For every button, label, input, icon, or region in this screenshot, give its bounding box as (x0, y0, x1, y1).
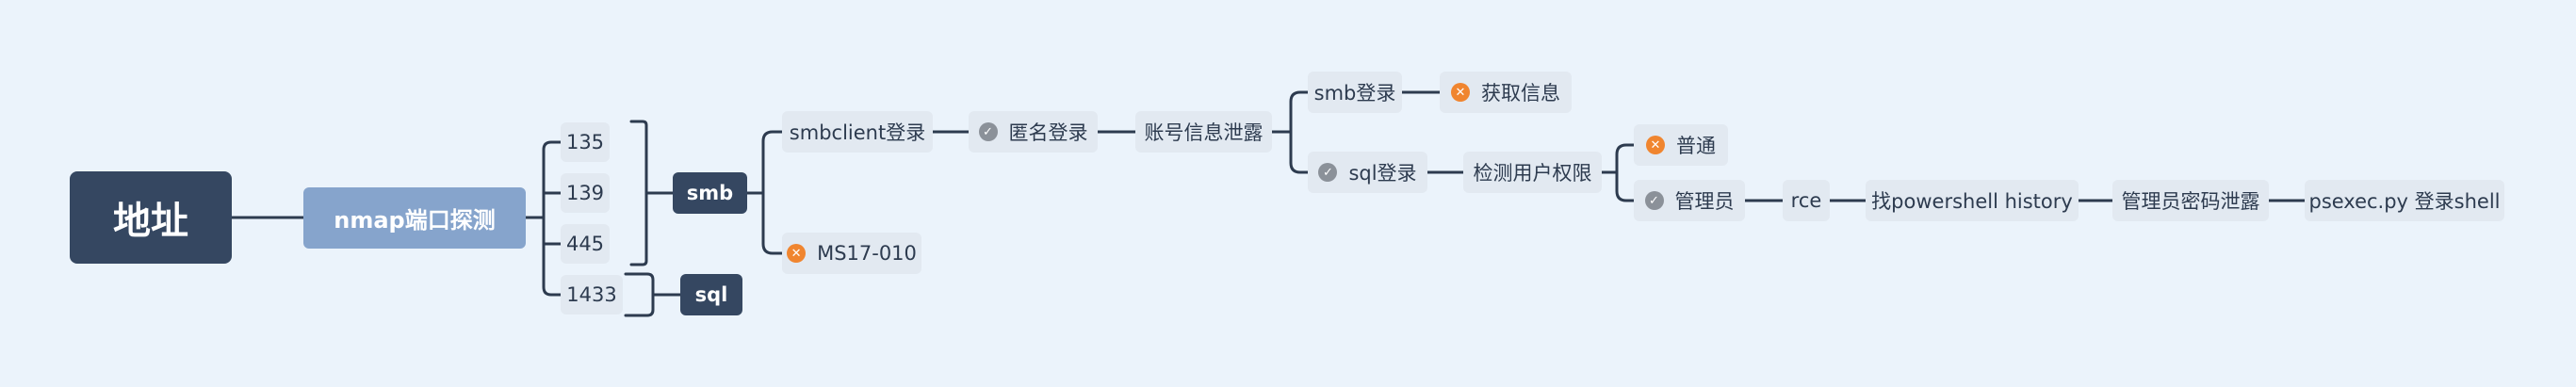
node-nmap-port-scan[interactable]: nmap端口探测 (303, 187, 526, 249)
node-label: 管理员 (1674, 190, 1735, 213)
node-label: nmap端口探测 (334, 207, 496, 234)
node-port-139[interactable]: 139 (561, 173, 610, 213)
check-circle-icon: ✓ (978, 122, 998, 141)
node-label: 匿名登录 (1008, 121, 1088, 144)
cross-circle-icon: ✕ (1646, 136, 1665, 154)
cross-circle-icon: ✕ (1451, 83, 1470, 102)
node-label: 检测用户权限 (1473, 162, 1592, 185)
node-anonymous-login[interactable]: ✓ 匿名登录 (969, 111, 1098, 153)
node-sql[interactable]: sql (680, 274, 742, 315)
node-port-445[interactable]: 445 (561, 224, 610, 264)
node-get-info[interactable]: ✕ 获取信息 (1440, 72, 1572, 113)
node-label: smb (686, 182, 734, 204)
node-label: 普通 (1676, 135, 1716, 157)
node-sql-login[interactable]: ✓ sql登录 (1308, 152, 1427, 193)
node-label: 135 (565, 131, 605, 153)
node-label: sql登录 (1348, 162, 1417, 185)
cross-circle-icon: ✕ (787, 244, 807, 263)
node-label: smbclient登录 (789, 121, 926, 144)
node-rce[interactable]: rce (1783, 180, 1830, 221)
node-label: 获取信息 (1481, 82, 1560, 105)
root-node-label: 地址 (113, 200, 188, 243)
node-label: rce (1790, 189, 1822, 212)
node-port-1433[interactable]: 1433 (561, 275, 623, 314)
node-find-powershell-history[interactable]: 找powershell history (1866, 180, 2079, 221)
node-ms17-010[interactable]: ✕ MS17-010 (782, 233, 921, 274)
node-label: psexec.py 登录shell (2308, 190, 2501, 213)
node-label: 找powershell history (1871, 190, 2073, 213)
check-circle-icon: ✓ (1318, 163, 1338, 182)
node-label: 445 (565, 233, 605, 255)
node-label: smb登录 (1313, 82, 1396, 105)
node-label: 1433 (566, 283, 617, 306)
node-label: 账号信息泄露 (1144, 121, 1264, 144)
node-smb-login[interactable]: smb登录 (1308, 72, 1402, 113)
node-administrator[interactable]: ✓ 管理员 (1634, 180, 1745, 221)
node-check-user-permission[interactable]: 检测用户权限 (1463, 152, 1602, 193)
node-account-info-leak[interactable]: 账号信息泄露 (1135, 111, 1272, 153)
node-label: MS17-010 (817, 242, 917, 265)
node-port-135[interactable]: 135 (561, 122, 610, 162)
node-psexec-login-shell[interactable]: psexec.py 登录shell (2305, 180, 2504, 221)
node-admin-password-leak[interactable]: 管理员密码泄露 (2112, 180, 2269, 221)
node-smb[interactable]: smb (673, 172, 747, 214)
node-smbclient-login[interactable]: smbclient登录 (782, 111, 933, 153)
root-node-address[interactable]: 地址 (70, 171, 232, 264)
node-label: 管理员密码泄露 (2121, 190, 2260, 213)
check-circle-icon: ✓ (1644, 191, 1664, 210)
node-normal-user[interactable]: ✕ 普通 (1634, 124, 1728, 166)
node-label: sql (694, 283, 728, 306)
node-label: 139 (565, 182, 605, 204)
